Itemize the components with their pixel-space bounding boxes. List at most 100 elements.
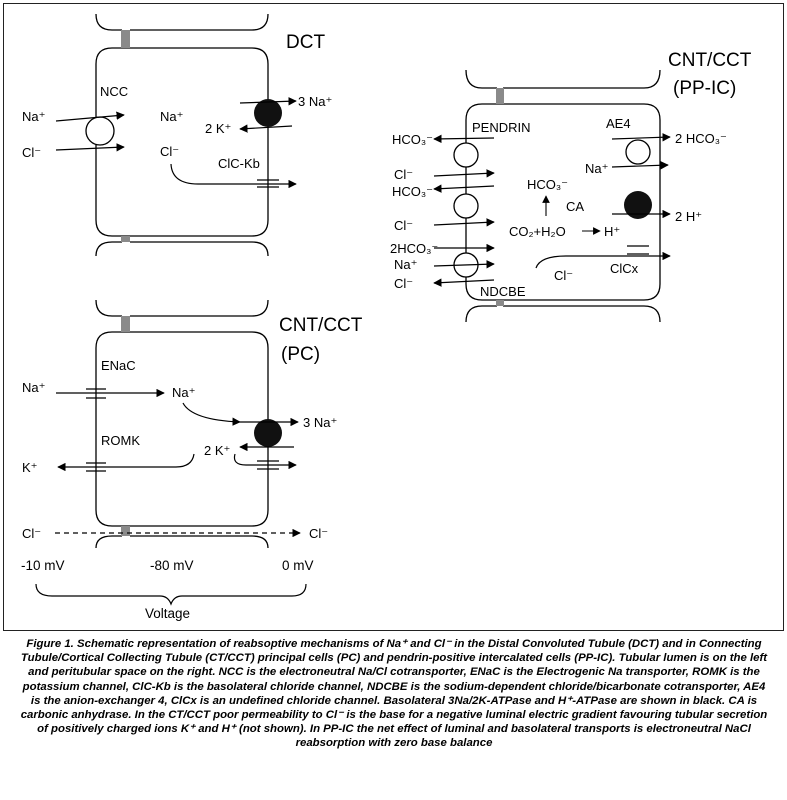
dct-top-right-bracket (130, 13, 269, 31)
ppic-hco3-top: HCO₃⁻ (392, 132, 433, 147)
ppic-cl-exit-arrow (535, 251, 671, 269)
ppic-cl-1: Cl⁻ (394, 167, 413, 182)
ppic-title-line1: CNT/CCT (668, 50, 752, 71)
pc-tight-junction-top (121, 316, 130, 332)
ppic-hco3-3: 2HCO₃⁻ (390, 241, 438, 256)
pc-left-cl: Cl⁻ (22, 526, 41, 541)
pc-cell (95, 299, 269, 549)
pc-top-right-bracket (130, 299, 269, 317)
clcx-channel (627, 245, 649, 255)
ppic-ae4-hco3-out-arrow (611, 133, 671, 142)
dct-clc-label: ClC-Kb (218, 156, 260, 171)
ppic-cl-in-arrow-1 (433, 169, 495, 178)
ppic-ca-label: CA (566, 199, 584, 214)
dct-na-arrow (55, 111, 125, 122)
dct-tight-junction-top (121, 30, 130, 48)
dct-cell-outline (95, 47, 269, 237)
dct-top-left-bracket (95, 13, 122, 31)
pc-tight-junction-bottom (121, 526, 130, 536)
voltage-mid: -80 mV (150, 558, 194, 573)
pc-pump-3na: 3 Na⁺ (303, 415, 337, 430)
pc-left-k: K⁺ (22, 460, 38, 475)
pc-right-cl: Cl⁻ (309, 526, 328, 541)
dct-cell (95, 13, 269, 257)
ppic-cl-bottom: Cl⁻ (394, 276, 413, 291)
ppic-cell (465, 69, 661, 323)
ppic-reaction: CO₂+H₂O (509, 224, 566, 239)
dct-tight-junction-bottom (121, 236, 130, 242)
voltage-left: -10 mV (21, 558, 65, 573)
dct-na-k-pump (254, 99, 282, 127)
ppic-cl-in-arrow-2 (433, 218, 495, 227)
pc-bottom-left-bracket (95, 535, 122, 549)
pc-na-k-pump (254, 419, 282, 447)
ppic-right-na: Na⁺ (585, 161, 608, 176)
pc-cell-outline (95, 331, 269, 527)
dct-ncc-label: NCC (100, 84, 128, 99)
dct-cl-arrow (55, 143, 125, 152)
ppic-top-left-bracket (465, 69, 497, 89)
dct-3na-arrow (239, 97, 297, 106)
dct-clc-channel (257, 179, 279, 188)
dct-left-cl: Cl⁻ (22, 145, 41, 160)
pc-enac-label: ENaC (101, 358, 136, 373)
pc-inner-na: Na⁺ (172, 385, 195, 400)
ppic-na-in-arrow (433, 260, 495, 269)
romk-channel (86, 462, 106, 472)
ncc-cotransporter (85, 116, 115, 146)
ppic-inner-cl: Cl⁻ (554, 268, 573, 283)
ppic-cl-out-arrow-3 (433, 278, 495, 287)
ppic-hco3-out-arrow-2 (433, 184, 495, 193)
transport-diagram: DCT NCC Na⁺ Cl⁻ Na⁺ Cl⁻ 3 Na⁺ 2 K⁺ ClC-K… (21, 13, 752, 621)
dct-inner-cl: Cl⁻ (160, 144, 179, 159)
dct-cl-exit-arrow (170, 163, 297, 189)
ppic-tight-junction-top (496, 88, 504, 104)
voltage-label: Voltage (145, 606, 190, 621)
ppic-bottom-left-bracket (465, 305, 497, 323)
pc-top-left-bracket (95, 299, 122, 317)
ppic-ndcbe-label: NDCBE (480, 284, 526, 299)
voltage-brace (35, 583, 307, 606)
voltage-right: 0 mV (282, 558, 314, 573)
ppic-pendrin-label: PENDRIN (472, 120, 531, 135)
pendrin-exchanger (453, 142, 479, 168)
dct-2k-arrow (239, 124, 293, 133)
ppic-na-bottom: Na⁺ (394, 257, 417, 272)
ppic-hco3-2: HCO₃⁻ (392, 184, 433, 199)
ppic-top-right-bracket (503, 69, 661, 89)
ppic-hco3-out-arrow-1 (433, 134, 495, 144)
pc-title-line1: CNT/CCT (279, 315, 363, 336)
dct-title: DCT (286, 32, 325, 53)
pc-basolateral-k-channel (257, 460, 279, 470)
ppic-ae4-label: AE4 (606, 116, 631, 131)
dct-left-na: Na⁺ (22, 109, 45, 124)
enac-channel (86, 388, 106, 399)
dct-bottom-right-bracket (130, 241, 269, 257)
ppic-cell-outline (465, 103, 661, 301)
figure-caption: Figure 1. Schematic representation of re… (20, 638, 768, 750)
dct-bottom-left-bracket (95, 241, 122, 257)
ppic-h-plus: H⁺ (604, 224, 620, 239)
second-anion-exchanger (453, 193, 479, 219)
ppic-ae4-na-arrow (611, 161, 669, 170)
pc-romk-label: ROMK (101, 433, 140, 448)
dct-pump-2k: 2 K⁺ (205, 121, 231, 136)
ppic-right-2hco3: 2 HCO₃⁻ (675, 131, 727, 146)
h-atpase-pump (624, 191, 652, 219)
pc-bottom-right-bracket (130, 535, 269, 549)
pc-na-to-pump-arrow (182, 402, 241, 426)
pc-pump-2k: 2 K⁺ (204, 443, 230, 458)
ae4-exchanger (625, 139, 651, 165)
dct-pump-3na: 3 Na⁺ (298, 94, 332, 109)
ppic-clcx-label: ClCx (610, 261, 639, 276)
pc-left-na: Na⁺ (22, 380, 45, 395)
ppic-inner-hco3: HCO₃⁻ (527, 177, 568, 192)
ppic-title-line2: (PP-IC) (673, 78, 736, 99)
pc-title-line2: (PC) (281, 344, 320, 365)
pc-k-secretion-arrow (57, 453, 195, 472)
ppic-cl-2: Cl⁻ (394, 218, 413, 233)
pc-k-recycle-arrow (233, 453, 297, 470)
ppic-tight-junction-bottom (496, 300, 504, 306)
dct-inner-na: Na⁺ (160, 109, 183, 124)
ppic-bottom-right-bracket (503, 305, 661, 323)
